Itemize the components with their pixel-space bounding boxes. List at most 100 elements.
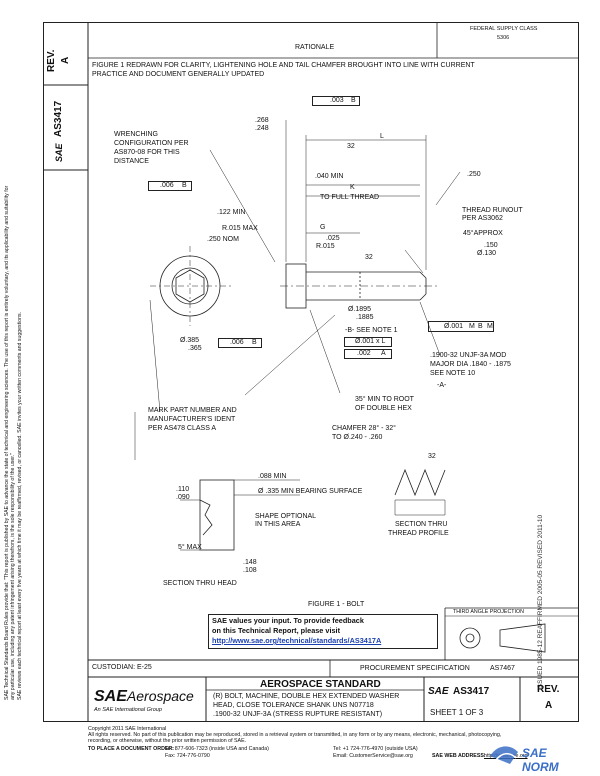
tol-box-top — [312, 96, 360, 106]
tol-box-006b — [218, 338, 262, 348]
rev-label-block: REV. — [537, 684, 560, 695]
min35-2: OF DOUBLE HEX — [355, 405, 412, 412]
desc-line-2: HEAD, CLOSE TOLERANCE SHANK UNS N07718 — [213, 702, 374, 709]
dim-1885: .1885 — [356, 314, 374, 321]
procurement-label: PROCUREMENT SPECIFICATION — [360, 665, 470, 672]
tol-006-datum: B — [182, 182, 187, 189]
pos-tol: Ø.001 — [444, 323, 464, 330]
wrenching-2: CONFIGURATION PER — [114, 140, 189, 147]
dim-r015max: R.015 MAX — [222, 225, 258, 232]
feedback-link[interactable]: http://www.sae.org/technical/standards/A… — [212, 636, 382, 645]
thread-runout-2: PER AS3062 — [462, 215, 503, 222]
thread-spec-1: .1900-32 UNJF-3A MOD — [430, 352, 507, 359]
desc-line-1: (R) BOLT, MACHINE, DOUBLE HEX EXTENDED W… — [213, 693, 400, 700]
dim-110: .110 — [176, 486, 190, 493]
datum-B-note: -B- SEE NOTE 1 — [345, 327, 398, 334]
tol-002: .002 — [357, 350, 371, 357]
drawing-frame — [43, 22, 579, 722]
dim-G: G — [320, 224, 326, 231]
section-thread-2: THREAD PROFILE — [388, 530, 449, 537]
mark-part-1: MARK PART NUMBER AND — [148, 407, 237, 414]
tol-box-006 — [148, 181, 192, 191]
footer-email: Email: CustomerService@sae.org — [333, 753, 413, 759]
aerospace-standard-title: AEROSPACE STANDARD — [260, 679, 381, 690]
dim-108: .108 — [243, 567, 257, 574]
as-number: AS3417 — [453, 686, 490, 697]
feedback-line-2: on this Technical Report, please visit — [212, 626, 340, 635]
rev-value-block: A — [545, 700, 553, 711]
shape-optional-1: SHAPE OPTIONAL — [255, 513, 317, 520]
tol-top-datum: B — [351, 97, 356, 104]
watermark-icon — [490, 746, 518, 764]
rationale-title: RATIONALE — [295, 44, 335, 51]
datum-A: -A- — [437, 382, 447, 389]
wrenching-4: DISTANCE — [114, 158, 149, 165]
watermark-text: SAE NORM — [522, 746, 559, 774]
min35-1: 35° MIN TO ROOT — [355, 396, 414, 403]
logo-sae: SAE — [94, 688, 127, 705]
logo-aerospace: Aerospace — [126, 688, 194, 704]
dim-130: Ø.130 — [477, 250, 497, 257]
dim-040: .040 MIN — [315, 173, 344, 180]
rationale-text-2: PRACTICE AND DOCUMENT GENERALLY UPDATED — [92, 71, 265, 78]
thread-spec-3: SEE NOTE 10 — [430, 370, 476, 377]
dim-r015: R.015 — [316, 243, 335, 250]
dim-365: .365 — [188, 345, 202, 352]
tol-001xl: Ø.001 x L — [355, 338, 386, 345]
figure-caption: FIGURE 1 - BOLT — [308, 601, 365, 608]
dim-1895: Ø.1895 — [348, 306, 371, 313]
mark-part-2: MANUFACTURER'S IDENT — [148, 416, 236, 423]
tol-006b: .006 — [230, 339, 244, 346]
tol-006b-datum: B — [252, 339, 257, 346]
desc-line-3: .1900-32 UNJF-3A (STRESS RUPTURE RESISTA… — [213, 711, 383, 718]
wrenching-3: AS870-08 FOR THIS — [114, 149, 180, 156]
bearing-surface: Ø .335 MIN BEARING SURFACE — [258, 488, 363, 495]
custodian: CUSTODIAN: E-25 — [92, 664, 152, 671]
wrenching-1: WRENCHING — [114, 131, 158, 138]
tol-box-002 — [344, 349, 392, 359]
chamfer-1: CHAMFER 28° - 32° — [332, 425, 396, 432]
footer-tel-1: Tel: 877-606-7323 (inside USA and Canada… — [165, 746, 269, 752]
approx-45: 45°APPROX — [463, 230, 503, 237]
dim-32-mid: 32 — [365, 254, 373, 261]
dim-32-top: 32 — [347, 143, 355, 150]
footer-rights: All rights reserved. No part of this pub… — [88, 732, 502, 738]
footer-fax: Fax: 724-776-0790 — [165, 753, 210, 759]
dim-250: .250 — [467, 171, 481, 178]
section-head-label: SECTION THRU HEAD — [163, 580, 237, 587]
full-thread: TO FULL THREAD — [320, 194, 379, 201]
footer-order: TO PLACE A DOCUMENT ORDER: — [88, 746, 175, 752]
feedback-line-1: SAE values your input. To provide feedba… — [212, 616, 364, 625]
dim-K: K — [350, 184, 355, 191]
max-5: 5° MAX — [178, 544, 202, 551]
dim-32-thread: 32 — [428, 453, 436, 460]
shape-optional-2: IN THIS AREA — [255, 521, 301, 528]
sae-small-logo: SAE — [428, 686, 449, 697]
footer-tel-2: Tel: +1 724-776-4970 (outside USA) — [333, 746, 418, 752]
sae-aerospace-logo: SAEAerospace — [94, 688, 194, 705]
dim-250nom: .250 NOM — [207, 236, 239, 243]
pos-tol-box — [428, 321, 494, 332]
feedback-box — [208, 614, 438, 649]
footer-rights-2: recording, or otherwise, without the pri… — [88, 738, 247, 744]
dim-088: .088 MIN — [258, 473, 287, 480]
dim-090: .090 — [176, 494, 190, 501]
tol-top-value: .003 — [330, 97, 344, 104]
corner-note-1: FEDERAL SUPPLY CLASS — [470, 26, 538, 32]
dim-148: .148 — [243, 559, 257, 566]
dim-122: .122 MIN — [217, 209, 246, 216]
dim-385: Ø.385 — [180, 337, 200, 344]
rationale-text-1: FIGURE 1 REDRAWN FOR CLARITY, LIGHTENING… — [92, 62, 475, 69]
dim-248: .248 — [255, 125, 269, 132]
dim-025: .025 — [326, 235, 340, 242]
logo-subtitle: An SAE International Group — [94, 707, 162, 713]
chamfer-2: TO Ø.240 - .260 — [332, 434, 383, 441]
tol-006-value: .006 — [160, 182, 174, 189]
thread-spec-2: MAJOR DIA .1840 - .1875 — [430, 361, 511, 368]
sheet-number: SHEET 1 OF 3 — [430, 708, 484, 717]
projection-label: THIRD ANGLE PROJECTION — [453, 609, 524, 615]
thread-runout-1: THREAD RUNOUT — [462, 207, 523, 214]
section-thread-1: SECTION THRU — [395, 521, 448, 528]
